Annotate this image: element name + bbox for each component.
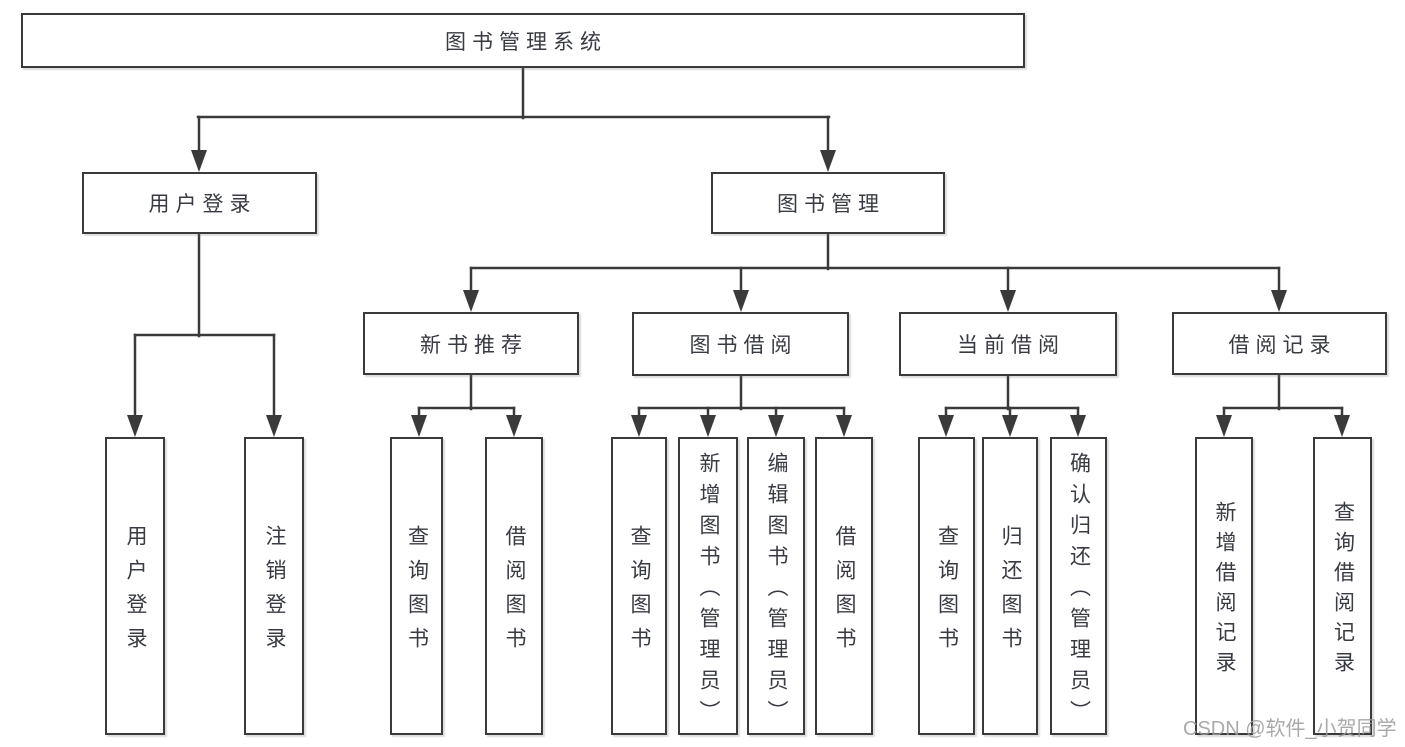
leaf-return-book: 归还图书 (982, 437, 1038, 735)
leaf-query-books-borrow: 查询图书 (611, 437, 667, 735)
node-user-login-label: 用户登录 (148, 193, 257, 216)
leaf-user-login: 用户登录 (105, 437, 165, 735)
leaf-borrow-books: 借阅图书 (815, 437, 873, 735)
node-root: 图书管理系统 (21, 13, 1025, 68)
leaf-confirm-return-admin: 确认归还（管理员） (1050, 437, 1107, 735)
node-new-book-recommend-label: 新书推荐 (420, 333, 528, 357)
watermark-text: CSDN @软件_小贺同学 (1183, 718, 1397, 740)
node-new-book-recommend: 新书推荐 (363, 312, 579, 375)
leaf-add-borrow-record: 新增借阅记录 (1195, 437, 1253, 735)
node-book-management: 图书管理 (711, 172, 945, 234)
leaf-borrow-books-recommend: 借阅图书 (485, 437, 543, 735)
leaf-query-borrow-record: 查询借阅记录 (1313, 437, 1372, 735)
node-book-borrow: 图书借阅 (632, 312, 849, 376)
node-user-login: 用户登录 (82, 172, 317, 234)
leaf-add-book-admin: 新增图书（管理员） (678, 437, 738, 735)
node-root-label: 图书管理系统 (445, 30, 607, 54)
leaf-query-books-current: 查询图书 (918, 437, 975, 735)
node-book-borrow-label: 图书借阅 (689, 334, 798, 357)
leaf-logout: 注销登录 (244, 437, 304, 735)
leaf-edit-book-admin: 编辑图书（管理员） (747, 437, 805, 735)
leaf-query-books-recommend: 查询图书 (390, 437, 443, 735)
node-current-borrow-label: 当前借阅 (957, 334, 1065, 357)
node-book-management-label: 图书管理 (777, 193, 885, 216)
node-borrow-records-label: 借阅记录 (1228, 333, 1337, 357)
node-borrow-records: 借阅记录 (1172, 312, 1387, 375)
node-current-borrow: 当前借阅 (899, 312, 1117, 376)
